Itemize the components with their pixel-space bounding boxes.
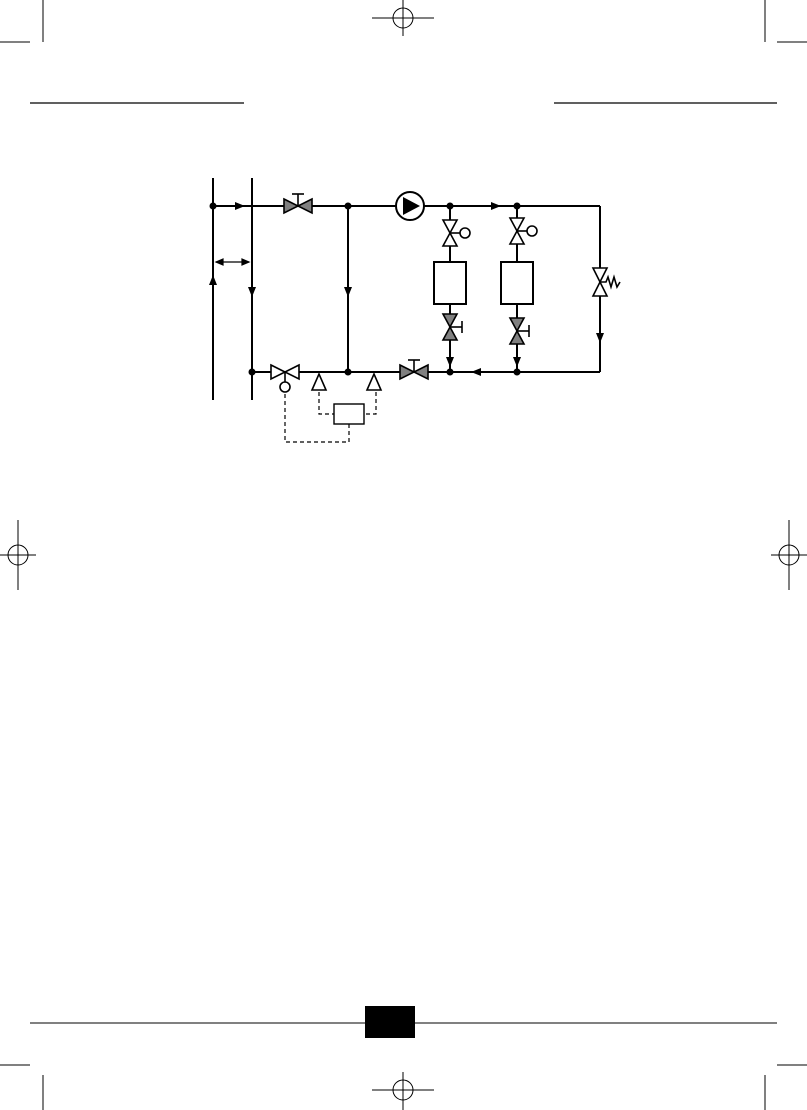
registration-mark-bottom xyxy=(372,1072,434,1110)
branch-2-thermostatic-valve xyxy=(508,217,538,245)
supply-shutoff-valve xyxy=(283,193,313,215)
controller-box xyxy=(333,403,365,425)
page-number-box xyxy=(365,1006,415,1038)
branch-2-emitter xyxy=(500,261,534,305)
registration-mark-top xyxy=(372,0,434,36)
return-shutoff-valve xyxy=(399,359,429,381)
branch-1-lockshield-valve xyxy=(441,313,463,341)
dimension-arrow xyxy=(214,258,251,266)
registration-mark-left xyxy=(0,520,36,590)
circulation-pump xyxy=(395,191,425,221)
junction-dots xyxy=(209,202,521,376)
registration-mark-right xyxy=(771,520,807,590)
return-mixing-valve xyxy=(270,363,300,393)
branch-2-lockshield-valve xyxy=(508,317,530,345)
temperature-sensor-1 xyxy=(310,372,328,391)
hydraulic-diagram xyxy=(209,178,621,443)
control-wiring xyxy=(284,392,377,443)
branch-1-thermostatic-valve xyxy=(441,219,471,247)
branch-1-emitter xyxy=(433,261,467,305)
relief-valve xyxy=(591,267,621,297)
temperature-sensor-2 xyxy=(365,372,383,391)
